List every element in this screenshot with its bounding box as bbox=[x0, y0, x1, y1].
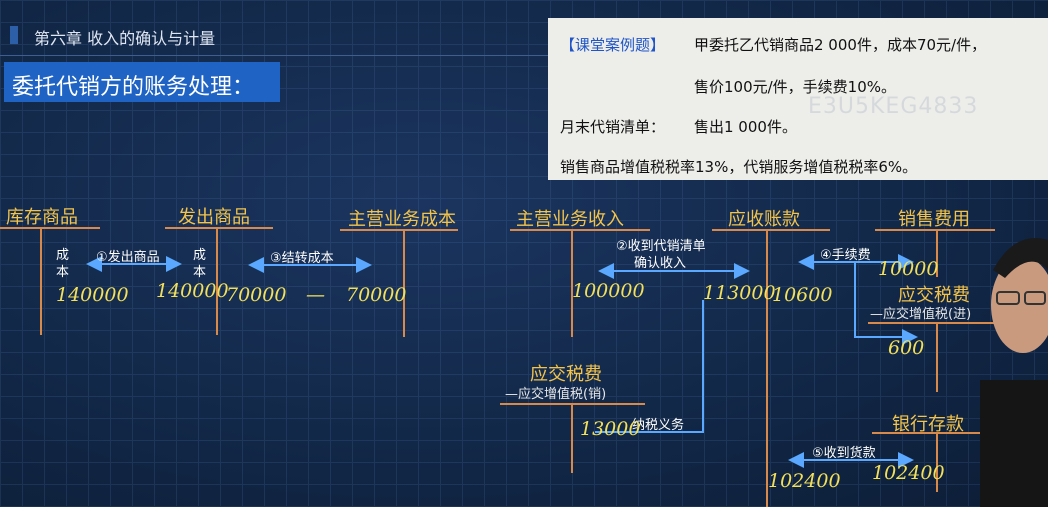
section-title: 委托代销方的账务处理： bbox=[12, 75, 255, 100]
t-selling-v bbox=[936, 229, 938, 277]
watermark: E3U5KEG4833 bbox=[808, 94, 979, 119]
case-tag: 【课堂案例题】 bbox=[560, 36, 666, 54]
account-tax-out: 应交税费 bbox=[530, 364, 602, 385]
presenter-image bbox=[980, 238, 1048, 507]
t-revenue-h bbox=[510, 229, 650, 231]
amount-cost-debit: 70000 bbox=[346, 284, 407, 306]
account-tax-in-sub: —应交增值税(进) bbox=[870, 307, 972, 322]
t-taxin-h bbox=[868, 322, 998, 324]
amount-revenue-credit: 100000 bbox=[572, 280, 645, 302]
amount-goods-debit: 140000 bbox=[156, 280, 229, 302]
section-title-box: 委托代销方的账务处理： bbox=[4, 62, 280, 102]
account-revenue: 主营业务收入 bbox=[516, 209, 624, 230]
t-receivable-v bbox=[766, 229, 768, 507]
account-inventory: 库存商品 bbox=[6, 207, 78, 228]
label-step3: ③结转成本 bbox=[270, 251, 334, 266]
account-tax-in: 应交税费 bbox=[898, 285, 970, 306]
cost-label-inventory: 成 本 bbox=[56, 247, 70, 281]
t-bank-h bbox=[872, 432, 990, 434]
t-receivable-h bbox=[712, 229, 830, 231]
chapter-title: 第六章 收入的确认与计量 bbox=[34, 29, 216, 48]
case-box: 【课堂案例题】 甲委托乙代销商品2 000件，成本70元/件， 售价100元/件… bbox=[548, 18, 1048, 180]
t-revenue-v bbox=[571, 229, 573, 337]
amount-receivable-debit: 113000 bbox=[703, 282, 776, 304]
case-line1: 甲委托乙代销商品2 000件，成本70元/件， bbox=[694, 36, 987, 54]
account-selling-expense: 销售费用 bbox=[898, 209, 970, 230]
t-cost-v bbox=[403, 229, 405, 337]
account-goods-out: 发出商品 bbox=[178, 207, 250, 228]
amount-dash: — bbox=[306, 284, 325, 306]
label-step2b: 确认收入 bbox=[634, 256, 687, 271]
cost-char-1: 成 bbox=[193, 248, 207, 263]
cost-char-1: 成 bbox=[56, 248, 70, 263]
account-cost: 主营业务成本 bbox=[348, 209, 456, 230]
amount-bank-right: 102400 bbox=[872, 462, 945, 484]
label-tax-duty: 纳税义务 bbox=[632, 418, 685, 433]
t-inventory-v bbox=[40, 227, 42, 335]
amount-receivable-credit: 10600 bbox=[772, 284, 833, 306]
account-receivable: 应收账款 bbox=[728, 209, 800, 230]
cost-char-2: 本 bbox=[56, 265, 70, 280]
t-taxout-v bbox=[571, 403, 573, 473]
label-step1: ①发出商品 bbox=[96, 250, 160, 265]
case-line3-value: 售出1 000件。 bbox=[694, 118, 797, 136]
t-bank-v bbox=[936, 432, 938, 492]
amount-bank-left: 102400 bbox=[768, 470, 841, 492]
chapter-marker bbox=[10, 26, 18, 44]
cost-char-2: 本 bbox=[193, 265, 207, 280]
label-step4: ④手续费 bbox=[820, 248, 871, 263]
amount-inventory-credit: 140000 bbox=[56, 284, 129, 306]
amount-tax-in: 600 bbox=[888, 337, 925, 359]
cost-label-goods: 成 本 bbox=[193, 247, 207, 281]
amount-tax-out: 13000 bbox=[580, 418, 641, 440]
t-selling-h bbox=[875, 229, 995, 231]
amount-goods-credit: 70000 bbox=[226, 284, 287, 306]
label-step5: ⑤收到货款 bbox=[812, 446, 876, 461]
t-inventory-h bbox=[0, 227, 100, 229]
amount-fee: 10000 bbox=[878, 258, 939, 280]
case-line4: 销售商品增值税税率13%，代销服务增值税税率6%。 bbox=[560, 158, 918, 176]
header-divider bbox=[0, 55, 560, 56]
label-step2a: ②收到代销清单 bbox=[616, 239, 706, 254]
case-line2: 售价100元/件，手续费10%。 bbox=[694, 78, 897, 96]
t-goods-v bbox=[216, 227, 218, 335]
account-tax-out-sub: —应交增值税(销) bbox=[505, 387, 607, 402]
t-goods-h bbox=[165, 227, 273, 229]
t-cost-h bbox=[340, 229, 458, 231]
case-line3-label: 月末代销清单： bbox=[560, 118, 666, 136]
account-bank: 银行存款 bbox=[892, 414, 964, 435]
t-taxin-v bbox=[936, 322, 938, 392]
